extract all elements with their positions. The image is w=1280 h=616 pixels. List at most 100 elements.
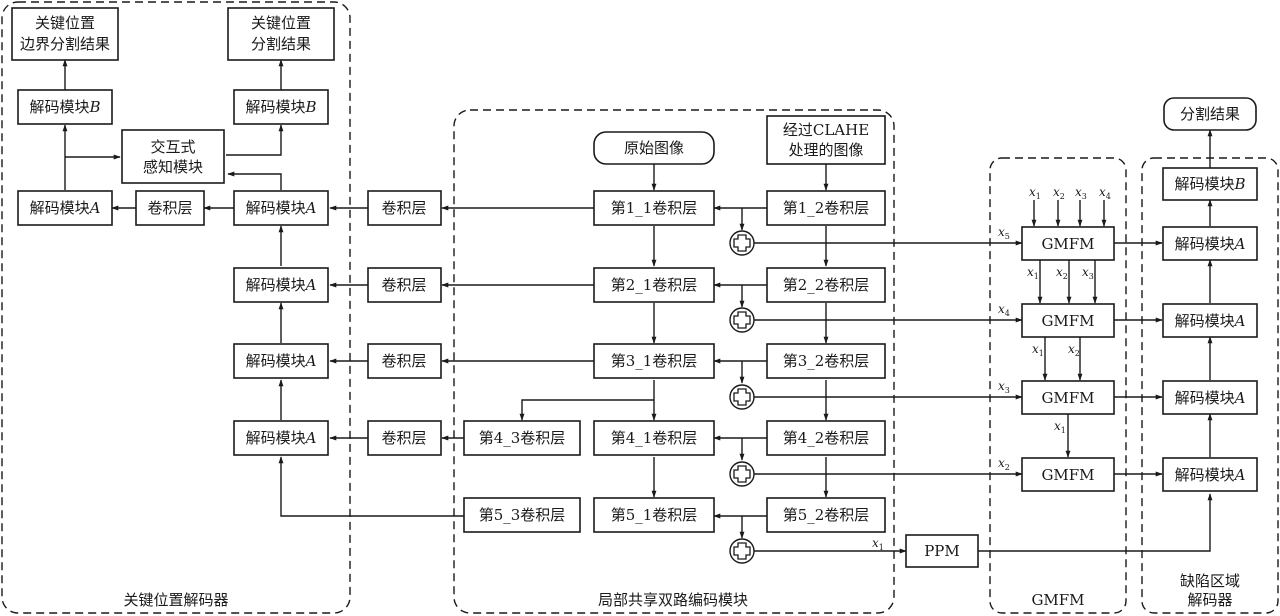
key-decoder-a-3: 解码模块A — [233, 420, 329, 456]
group-gmfm — [989, 157, 1127, 614]
svg-text:第1_2卷积层: 第1_2卷积层 — [783, 199, 870, 217]
svg-text:分割结果: 分割结果 — [1180, 105, 1240, 123]
connectors — [62, 59, 1213, 554]
add-icon — [729, 384, 755, 410]
key-conv-1: 卷积层 — [367, 267, 442, 303]
svg-text:x5: x5 — [998, 225, 1010, 241]
svg-text:x4: x4 — [998, 302, 1010, 318]
defect-decoder-a-1: 解码模块A — [1162, 303, 1258, 338]
svg-text:第3_1卷积层: 第3_1卷积层 — [611, 352, 698, 370]
svg-text:解码模块A: 解码模块A — [246, 352, 317, 370]
svg-text:第4_1卷积层: 第4_1卷积层 — [611, 429, 698, 447]
svg-text:第5_3卷积层: 第5_3卷积层 — [479, 506, 566, 524]
key-decoder-a-0: 解码模块A — [233, 190, 329, 226]
svg-text:解码模块A: 解码模块A — [1175, 466, 1246, 484]
svg-text:x2: x2 — [1068, 342, 1080, 358]
group-label-key-decoder: 关键位置解码器 — [123, 591, 228, 609]
conv-3-1: 第3_1卷积层 — [593, 343, 715, 379]
svg-text:解码模块A: 解码模块A — [246, 429, 317, 447]
svg-text:边界分割结果: 边界分割结果 — [20, 35, 110, 53]
gmfm-var-labels: x1 x2 x3 x4 x5 x4 x3 x2 x1 x2 x3 x1 x2 x… — [998, 185, 1111, 472]
svg-text:关键位置: 关键位置 — [35, 14, 95, 32]
svg-text:第2_1卷积层: 第2_1卷积层 — [611, 276, 698, 294]
svg-text:原始图像: 原始图像 — [624, 139, 684, 157]
svg-text:x3: x3 — [1082, 265, 1094, 281]
svg-text:x2: x2 — [1053, 185, 1065, 201]
svg-text:x1: x1 — [1054, 419, 1066, 435]
gmfm-block-2: GMFM — [1021, 303, 1115, 338]
conv-5-2: 第5_2卷积层 — [766, 497, 886, 533]
svg-text:解码模块A: 解码模块A — [1175, 235, 1246, 253]
ppm-input-label: x1 — [872, 536, 884, 552]
svg-text:解码模块B: 解码模块B — [29, 98, 100, 116]
svg-text:关键位置: 关键位置 — [251, 14, 311, 32]
group-label-encoder: 局部共享双路编码模块 — [598, 591, 748, 609]
svg-text:x3: x3 — [1075, 185, 1087, 201]
defect-decoder-a-2: 解码模块A — [1162, 380, 1258, 415]
svg-text:解码模块A: 解码模块A — [246, 199, 317, 217]
input-clahe-image: 经过CLAHE 处理的图像 — [766, 115, 886, 165]
svg-text:x2: x2 — [1056, 265, 1068, 281]
conv-5-3: 第5_3卷积层 — [463, 497, 581, 533]
input-original-image: 原始图像 — [593, 131, 715, 165]
conv-2-2: 第2_2卷积层 — [766, 267, 886, 303]
group-key-decoder — [1, 1, 351, 614]
svg-text:GMFM: GMFM — [1041, 466, 1094, 484]
svg-text:第4_2卷积层: 第4_2卷积层 — [783, 429, 870, 447]
svg-text:卷积层: 卷积层 — [147, 199, 192, 217]
gmfm-block-3: GMFM — [1021, 380, 1115, 415]
key-output-seg: 关键位置 分割结果 — [227, 7, 335, 61]
svg-text:GMFM: GMFM — [1041, 235, 1094, 253]
key-decoder-a-1: 解码模块A — [233, 267, 329, 303]
defect-decoder-a-0: 解码模块A — [1162, 226, 1258, 261]
conv-2-1: 第2_1卷积层 — [593, 267, 715, 303]
svg-text:第3_2卷积层: 第3_2卷积层 — [783, 352, 870, 370]
svg-text:处理的图像: 处理的图像 — [788, 141, 863, 159]
svg-text:GMFM: GMFM — [1041, 389, 1094, 407]
conv-4-3: 第4_3卷积层 — [463, 420, 581, 456]
conv-1-1: 第1_1卷积层 — [593, 190, 715, 226]
conv-1-2: 第1_2卷积层 — [766, 190, 886, 226]
svg-text:卷积层: 卷积层 — [381, 276, 426, 294]
gmfm-block-4: GMFM — [1021, 457, 1115, 492]
key-conv-0: 卷积层 — [367, 190, 442, 226]
key-conv-mid: 卷积层 — [135, 190, 205, 226]
add-icon — [729, 461, 755, 487]
ppm-block: PPM — [905, 534, 979, 568]
gmfm-block-1: GMFM — [1021, 226, 1115, 261]
svg-text:解码模块A: 解码模块A — [1175, 312, 1246, 330]
svg-text:x1: x1 — [1032, 342, 1044, 358]
key-decoder-a-2: 解码模块A — [233, 343, 329, 379]
svg-text:经过CLAHE: 经过CLAHE — [783, 121, 869, 139]
svg-text:第1_1卷积层: 第1_1卷积层 — [611, 199, 698, 217]
svg-text:x1: x1 — [1029, 185, 1041, 201]
group-label-defect-decoder-1: 缺陷区域 — [1180, 572, 1240, 590]
add-icon — [729, 538, 755, 564]
conv-4-2: 第4_2卷积层 — [766, 420, 886, 456]
svg-text:x3: x3 — [998, 379, 1010, 395]
svg-text:卷积层: 卷积层 — [381, 352, 426, 370]
add-icon — [729, 230, 755, 256]
svg-text:x1: x1 — [1027, 265, 1039, 281]
svg-text:解码模块A: 解码模块A — [246, 276, 317, 294]
add-icon — [729, 307, 755, 333]
svg-text:GMFM: GMFM — [1041, 312, 1094, 330]
key-decoder-b-right: 解码模块B — [233, 89, 329, 125]
svg-text:卷积层: 卷积层 — [381, 199, 426, 217]
svg-text:分割结果: 分割结果 — [251, 35, 311, 53]
svg-text:x2: x2 — [998, 456, 1010, 472]
defect-seg-result: 分割结果 — [1163, 97, 1257, 131]
svg-text:感知模块: 感知模块 — [143, 158, 203, 176]
svg-text:交互式: 交互式 — [150, 138, 195, 156]
svg-text:第4_3卷积层: 第4_3卷积层 — [479, 429, 566, 447]
key-conv-3: 卷积层 — [367, 420, 442, 456]
svg-text:解码模块B: 解码模块B — [245, 98, 316, 116]
svg-text:PPM: PPM — [924, 542, 960, 560]
svg-text:解码模块B: 解码模块B — [1174, 175, 1245, 193]
svg-text:第5_2卷积层: 第5_2卷积层 — [783, 506, 870, 524]
svg-text:卷积层: 卷积层 — [381, 429, 426, 447]
defect-decoder-a-3: 解码模块A — [1162, 457, 1258, 492]
svg-text:解码模块A: 解码模块A — [30, 199, 101, 217]
key-decoder-b-left: 解码模块B — [17, 89, 113, 125]
